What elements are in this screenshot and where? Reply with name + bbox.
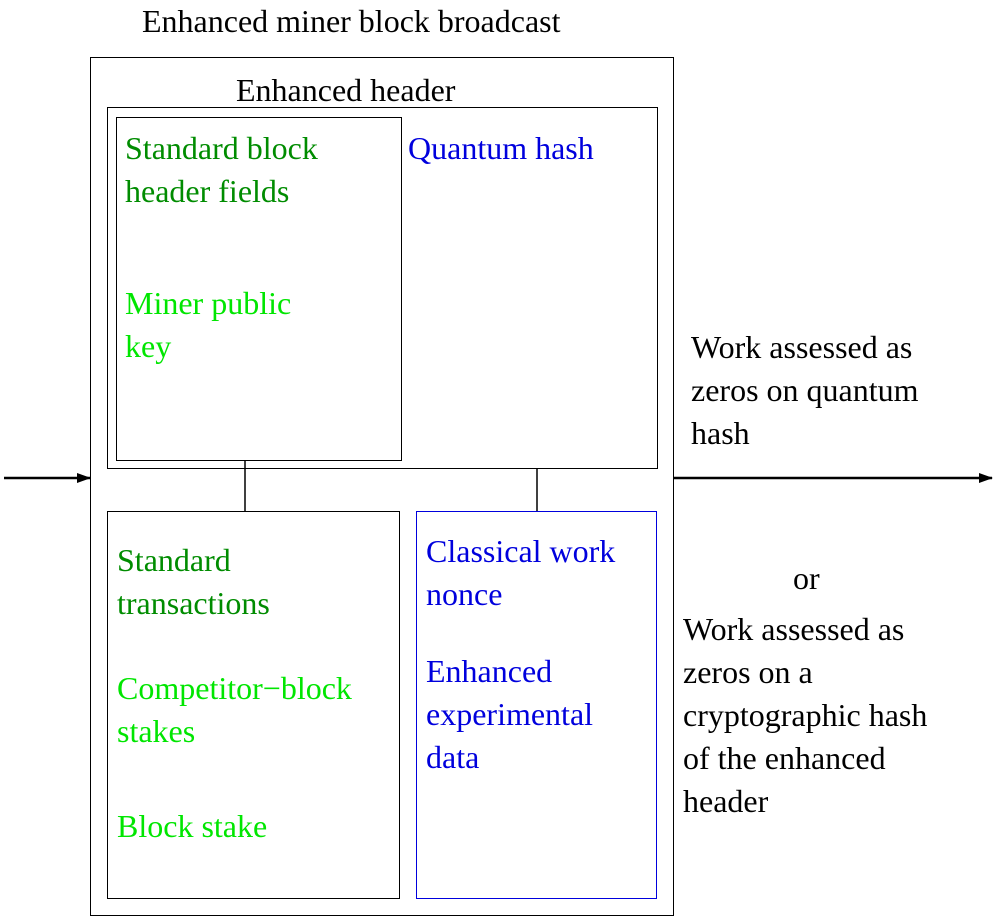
work-nonce-box	[416, 511, 657, 899]
or-label: or	[793, 560, 820, 596]
quantum-work-note: Work assessed as zeros on quantum hash	[691, 329, 919, 451]
enhanced-experimental-data-text: Enhanced experimental data	[426, 653, 594, 775]
broadcast-box	[90, 57, 674, 916]
classical-work-note: Work assessed as zeros on a cryptographi…	[683, 611, 928, 819]
enhanced-header-label: Enhanced header	[236, 72, 456, 108]
diagram-title: Enhanced miner block broadcast	[142, 3, 561, 39]
miner-public-key-text: Miner public key	[125, 285, 292, 364]
standard-header-fields-text: Standard block header fields	[125, 130, 318, 209]
block-stake-text: Block stake	[117, 808, 268, 844]
transactions-box	[107, 511, 400, 899]
enhanced-header-box	[107, 107, 658, 469]
quantum-hash-text: Quantum hash	[408, 130, 594, 166]
standard-fields-box	[116, 117, 402, 461]
competitor-block-stakes-text: Competitor−block stakes	[117, 670, 352, 749]
standard-transactions-text: Standard transactions	[117, 542, 270, 621]
classical-work-nonce-text: Classical work nonce	[426, 533, 616, 612]
